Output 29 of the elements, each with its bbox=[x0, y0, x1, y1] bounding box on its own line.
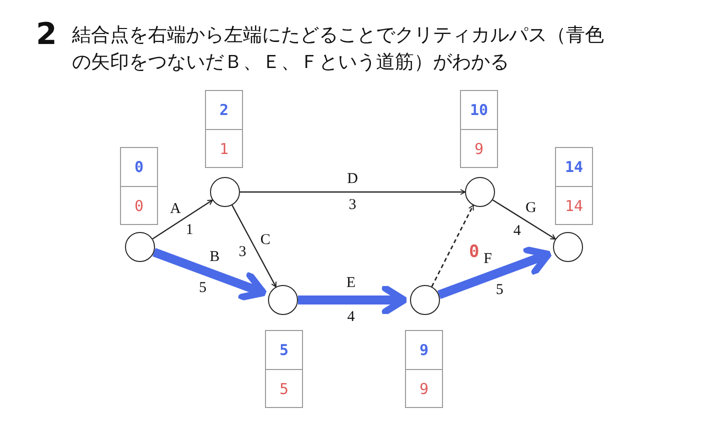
event-circle bbox=[125, 232, 155, 262]
arrow bbox=[152, 200, 213, 240]
latest-time: 5 bbox=[278, 379, 290, 400]
critical-path-arrow bbox=[152, 248, 267, 301]
earliest-time: 14 bbox=[556, 148, 592, 187]
earliest-time: 5 bbox=[266, 331, 302, 370]
critical-path-arrow bbox=[298, 284, 408, 316]
arrow bbox=[431, 204, 474, 287]
latest-time: 0 bbox=[133, 196, 145, 217]
event-circle bbox=[553, 232, 583, 262]
latest-time: 1 bbox=[218, 139, 230, 160]
event-circle bbox=[465, 177, 495, 207]
earliest-time: 0 bbox=[121, 148, 157, 187]
critical-path-arrow bbox=[438, 246, 552, 299]
arrow bbox=[240, 189, 466, 195]
earliest-time: 2 bbox=[206, 91, 242, 130]
duration-label: 0 bbox=[468, 244, 480, 260]
step-number: 2 bbox=[36, 18, 57, 52]
title: 結合点を右端から左端にたどることでクリティカルパス（青色の矢印をつないだＢ、Ｅ、Ｆという道筋）がわかる bbox=[72, 23, 605, 75]
event-circle bbox=[268, 285, 298, 315]
latest-time: 9 bbox=[473, 139, 485, 160]
arrow bbox=[232, 204, 276, 288]
event-circle bbox=[410, 285, 440, 315]
latest-time: 9 bbox=[418, 379, 430, 400]
earliest-time: 9 bbox=[406, 331, 442, 370]
earliest-time: 10 bbox=[461, 91, 497, 130]
arrow bbox=[492, 199, 556, 240]
latest-time: 14 bbox=[564, 196, 584, 217]
event-circle bbox=[210, 177, 240, 207]
